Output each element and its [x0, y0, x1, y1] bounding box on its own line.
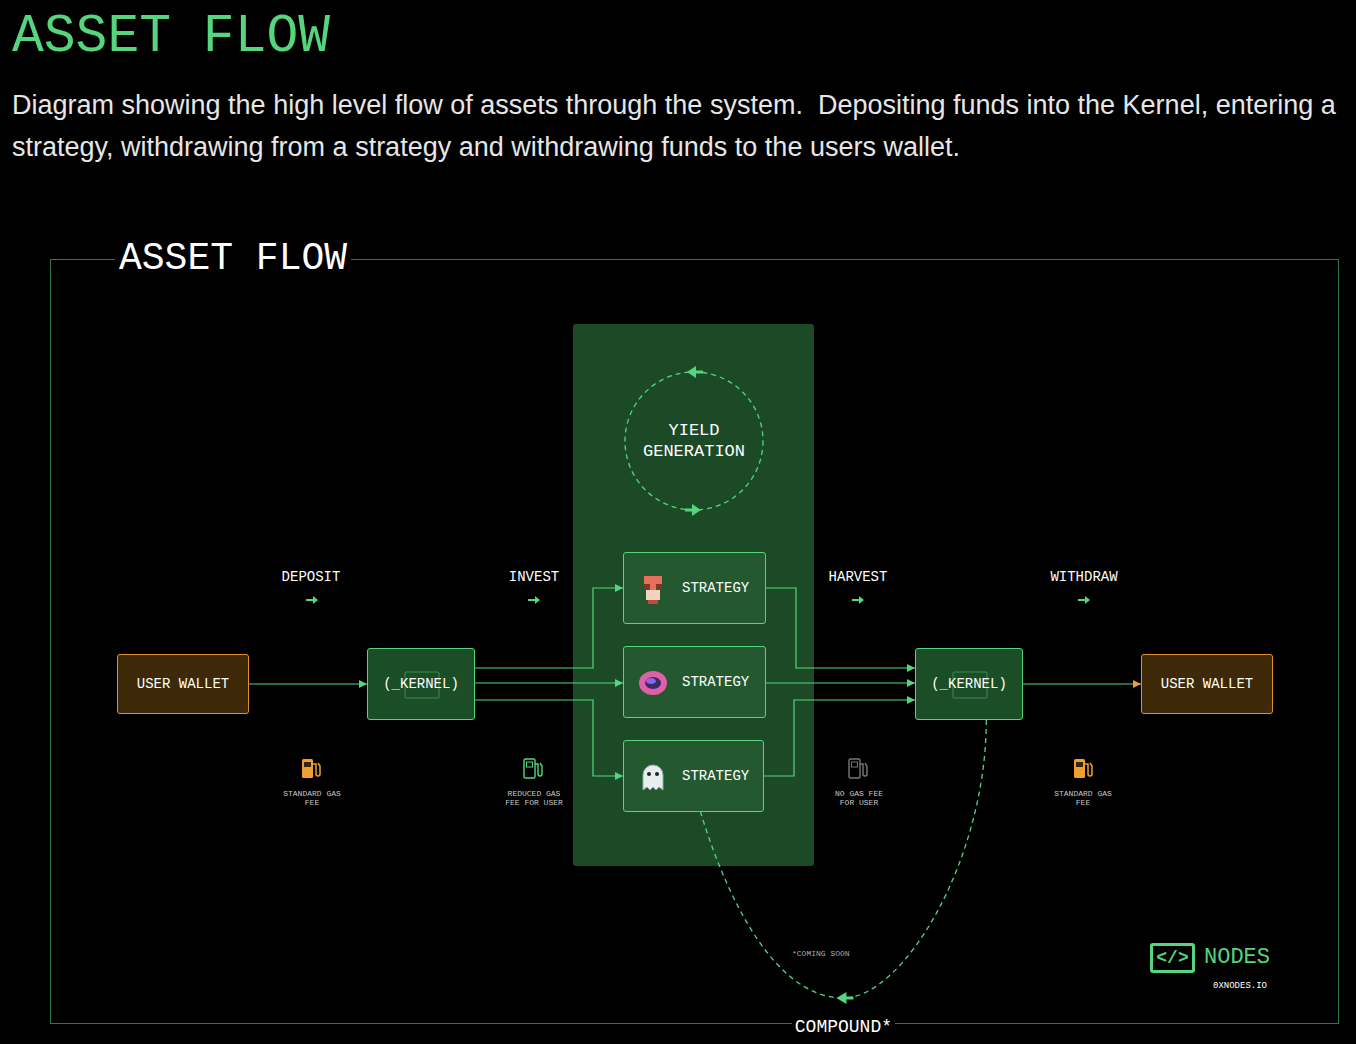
step-label: HARVEST: [793, 568, 923, 586]
wallet-box: USER WALLET: [117, 654, 249, 714]
edge-label: COMPOUND*: [792, 1016, 895, 1038]
box-label: USER WALLET: [1161, 675, 1253, 693]
gas-icon: [302, 759, 320, 778]
box-label: STRATEGY: [682, 673, 749, 691]
strategy-box: STRATEGY: [623, 740, 764, 812]
gas-note: STANDARD GAS FEE: [279, 789, 345, 807]
page-caption: Diagram showing the high level flow of a…: [12, 84, 1348, 168]
kernel-box: (_KERNEL): [915, 648, 1023, 720]
loop-circle: [625, 372, 763, 510]
gas-note-wrap: NO GAS FEE FOR USER: [826, 789, 892, 807]
gas-note-wrap: STANDARD GAS FEE: [1050, 789, 1116, 807]
step-label: WITHDRAW: [1019, 568, 1149, 586]
logo-box: </>: [1150, 943, 1195, 973]
loop-label: YIELD GENERATION: [632, 420, 756, 462]
logo-mark: </>: [1153, 946, 1192, 970]
flow-connector: [1023, 683, 1141, 684]
flow-connector: [475, 588, 623, 668]
footnote: *COMING SOON: [792, 949, 850, 959]
gas-note: STANDARD GAS FEE: [1050, 789, 1116, 807]
loop-outline: [624, 371, 764, 511]
caption-wrap: Diagram showing the high level flow of a…: [12, 84, 1348, 168]
box-label: USER WALLET: [137, 675, 229, 693]
step-label: INVEST: [469, 568, 599, 586]
kernel-box: (_KERNEL): [367, 648, 475, 720]
brand-wrap: NODES: [1204, 945, 1270, 971]
loop-arrow-tail: [694, 371, 703, 374]
step-label-wrap: DEPOSIT: [246, 568, 376, 586]
footnote-wrap: *COMING SOON: [792, 949, 850, 959]
flow-connector: [766, 588, 915, 668]
title-wrap: ASSET FLOW: [12, 6, 330, 68]
box-label: STRATEGY: [682, 767, 749, 785]
box-label: STRATEGY: [682, 579, 749, 597]
page-title: ASSET FLOW: [12, 6, 330, 68]
outer-frame: ASSET FLOWUSER WALLET(_KERNEL)YIELD GENE…: [50, 259, 1339, 1024]
box-label: (_KERNEL): [383, 675, 459, 693]
gas-note: REDUCED GAS FEE FOR USER: [501, 789, 567, 807]
flow-connector: [766, 682, 915, 683]
strategy-box: STRATEGY: [623, 646, 766, 718]
step-label-wrap: HARVEST: [793, 568, 923, 586]
gas-icon: [849, 759, 867, 778]
strategy-icon: [636, 666, 670, 700]
gas-icon: [1074, 759, 1092, 778]
flow-connector: [764, 700, 915, 776]
gas-note-wrap: REDUCED GAS FEE FOR USER: [501, 789, 567, 807]
gas-icon: [524, 759, 542, 778]
flow-connector: [475, 700, 623, 776]
url-wrap: 0XNODES.IO: [1213, 981, 1267, 992]
frame-heading: ASSET FLOW: [119, 237, 347, 281]
strategy-icon: [636, 572, 670, 606]
frame-heading-wrap: ASSET FLOW: [115, 237, 351, 281]
brand-url: 0XNODES.IO: [1213, 981, 1267, 992]
step-label-wrap: WITHDRAW: [1019, 568, 1149, 586]
flow-connector: [249, 683, 367, 684]
wallet-box: USER WALLET: [1141, 654, 1273, 714]
brand-name: NODES: [1204, 945, 1270, 971]
box-label: (_KERNEL): [931, 675, 1007, 693]
flow-connector: [475, 682, 623, 683]
strategy-box: STRATEGY: [623, 552, 766, 624]
step-label: DEPOSIT: [246, 568, 376, 586]
strategy-band: [573, 324, 814, 866]
yield-loop: YIELD GENERATION: [624, 371, 764, 511]
edge-label-wrap: COMPOUND*: [753, 1016, 933, 1038]
step-label-wrap: INVEST: [469, 568, 599, 586]
compound-arrow-tail: [843, 997, 853, 1000]
loop-arrow-tail: [685, 509, 694, 512]
gas-note: NO GAS FEE FOR USER: [826, 789, 892, 807]
strategy-icon: [636, 760, 670, 794]
gas-note-wrap: STANDARD GAS FEE: [279, 789, 345, 807]
